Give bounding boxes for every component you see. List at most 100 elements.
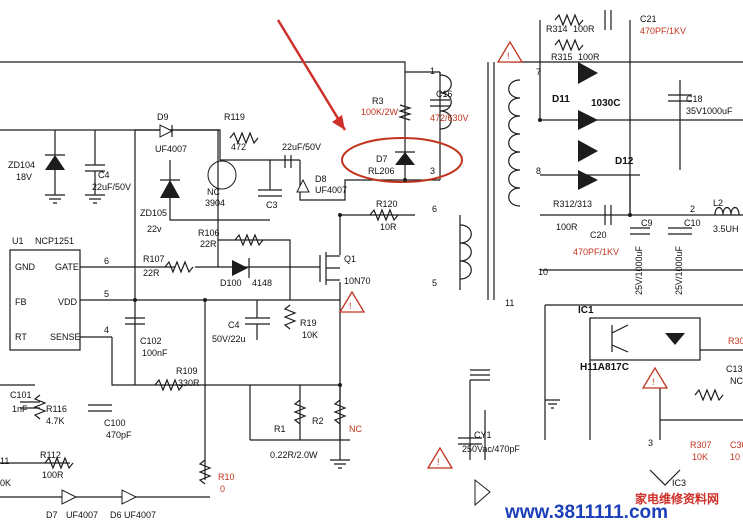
component-label: 22v bbox=[147, 224, 162, 234]
component-label: ZD105 bbox=[140, 208, 167, 218]
ground-symbol bbox=[330, 459, 350, 469]
component-label: 100R bbox=[42, 470, 64, 480]
r109-symbol bbox=[154, 378, 184, 392]
component-label: C9 bbox=[641, 218, 653, 228]
svg-text:!: ! bbox=[349, 301, 352, 311]
component-label: R19 bbox=[300, 318, 317, 328]
component-label: R109 bbox=[176, 366, 198, 376]
u1-pin-sense: SENSE bbox=[50, 332, 81, 342]
component-label: 100R bbox=[578, 52, 600, 62]
r315-symbol bbox=[554, 38, 584, 52]
aux-coil bbox=[459, 224, 472, 280]
component-label: C102 bbox=[140, 336, 162, 346]
component-label: C30 bbox=[730, 440, 743, 450]
red-arrow bbox=[276, 19, 347, 131]
d12-symbol-a bbox=[578, 140, 598, 162]
component-label: 100K/2W bbox=[361, 107, 399, 117]
component-label: 10K bbox=[302, 330, 318, 340]
component-label: D9 bbox=[157, 112, 169, 122]
u1-part: NCP1251 bbox=[35, 236, 74, 246]
component-label: 1nF bbox=[12, 404, 28, 414]
component-label: NC bbox=[207, 187, 220, 197]
component-label: IC1 bbox=[578, 305, 594, 316]
component-label: C4 bbox=[228, 320, 240, 330]
r19-symbol bbox=[283, 304, 297, 330]
r116-symbol bbox=[33, 394, 47, 420]
component-label: D8 bbox=[315, 174, 327, 184]
q-nc-symbol bbox=[207, 160, 237, 190]
watermark-url: www.3811111.com bbox=[504, 502, 668, 523]
component-label: R3 bbox=[372, 96, 384, 106]
component-label: C10 bbox=[684, 218, 701, 228]
component-label: R312/313 bbox=[553, 199, 592, 209]
r120-symbol bbox=[369, 208, 399, 222]
component-label: 3 bbox=[648, 438, 653, 448]
component-label: C18 bbox=[686, 94, 703, 104]
component-label: 10R bbox=[380, 222, 397, 232]
component-label: L2 bbox=[713, 198, 723, 208]
component-label: H11A817C bbox=[580, 362, 629, 373]
u1-pin-rt: RT bbox=[15, 332, 27, 342]
r106-symbol bbox=[234, 233, 264, 247]
d7-bot-symbol bbox=[61, 489, 78, 505]
component-label: 470pF bbox=[106, 430, 132, 440]
u1-pin-fb: FB bbox=[15, 297, 27, 307]
component-label: 2 bbox=[690, 204, 695, 214]
d7-symbol bbox=[395, 152, 415, 165]
component-label: R10 bbox=[218, 472, 235, 482]
component-label: R107 bbox=[143, 254, 165, 264]
d11-symbol-a bbox=[578, 62, 598, 84]
d8-symbol bbox=[296, 178, 310, 193]
component-label: 0.22R/2.0W bbox=[270, 450, 318, 460]
component-label: NC bbox=[730, 376, 743, 386]
component-label: R1 bbox=[274, 424, 286, 434]
component-label: R2 bbox=[312, 416, 324, 426]
component-label: ZD104 bbox=[8, 160, 35, 170]
warning-icon: ! bbox=[641, 366, 669, 389]
component-label: RL206 bbox=[368, 166, 395, 176]
component-label: R112 bbox=[40, 450, 61, 460]
component-label: 3.5UH bbox=[713, 224, 739, 234]
component-label: IC3 bbox=[672, 478, 686, 488]
warning-icon: ! bbox=[496, 40, 524, 63]
component-label: R106 bbox=[198, 228, 220, 238]
watermark-cn: 家电维修资料网 bbox=[635, 491, 719, 506]
component-label: 0 bbox=[220, 484, 225, 494]
component-label: UF4007 bbox=[315, 185, 347, 195]
d11-symbol-b bbox=[578, 110, 598, 130]
component-label: 11 bbox=[0, 456, 9, 466]
component-label: 10N70 bbox=[344, 276, 371, 286]
transformer-core bbox=[487, 62, 495, 300]
component-label: 330R bbox=[178, 378, 200, 388]
highlight-ellipse bbox=[341, 137, 463, 183]
component-label: R315 bbox=[551, 52, 573, 62]
component-label: 8 bbox=[536, 166, 541, 176]
u1-pin-gnd: GND bbox=[15, 262, 36, 272]
component-label: 18V bbox=[16, 172, 32, 182]
component-label: 3 bbox=[430, 166, 435, 176]
component-label: 25V/1000uF bbox=[634, 245, 644, 295]
component-label: R30 bbox=[728, 336, 743, 346]
ic1-symbol bbox=[589, 317, 701, 361]
svg-text:!: ! bbox=[437, 457, 440, 467]
component-label: UF4007 bbox=[66, 510, 98, 520]
labels: ZD104 18V C4 22uF/50V D9 UF4007 R119 472… bbox=[0, 14, 743, 520]
component-label: 1 bbox=[430, 66, 435, 76]
u1-pin-vdd: VDD bbox=[58, 297, 78, 307]
r2-symbol bbox=[293, 399, 307, 425]
r10-symbol bbox=[198, 459, 212, 485]
primary-coil bbox=[439, 74, 452, 130]
r119-symbol bbox=[229, 131, 259, 145]
component-label: D12 bbox=[615, 156, 634, 167]
svg-text:!: ! bbox=[507, 51, 510, 61]
r314-symbol bbox=[554, 13, 584, 27]
component-label: C13 bbox=[726, 364, 743, 374]
zd104-symbol bbox=[45, 155, 65, 170]
component-label: 470PF/1KV bbox=[573, 247, 619, 257]
component-label: D6 bbox=[110, 510, 122, 520]
warning-icon: ! bbox=[426, 446, 454, 469]
component-label: C100 bbox=[104, 418, 126, 428]
component-label: R119 bbox=[224, 112, 245, 122]
component-label: C4 bbox=[98, 170, 110, 180]
